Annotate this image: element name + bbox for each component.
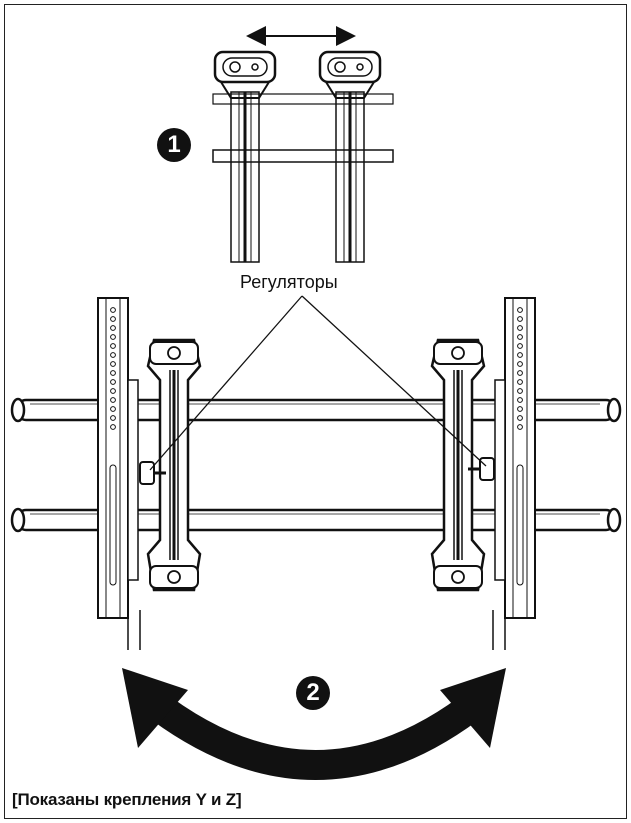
upright-hole xyxy=(110,343,116,349)
upright-hole xyxy=(110,388,116,394)
regulator-left xyxy=(139,461,166,485)
upright-hole xyxy=(517,424,523,430)
upright-holes-left xyxy=(109,307,117,586)
bracket-right xyxy=(430,338,486,592)
leader-line-left xyxy=(149,295,303,471)
upright-left xyxy=(97,297,141,650)
upright-hole xyxy=(517,352,523,358)
bracket-left xyxy=(146,338,202,592)
upright-slot xyxy=(516,464,524,586)
upright-hole xyxy=(110,361,116,367)
upright-hole xyxy=(110,415,116,421)
main-assembly xyxy=(10,295,622,650)
curved-double-arrow-icon xyxy=(122,668,506,780)
upright-hole xyxy=(517,343,523,349)
figure-frame xyxy=(4,4,627,819)
upright-hole xyxy=(517,415,523,421)
upright-hole xyxy=(517,379,523,385)
upright-hole xyxy=(110,307,116,313)
upright-hole xyxy=(110,370,116,376)
regulators-label: Регуляторы xyxy=(240,272,338,292)
figure-caption: [Показаны крепления Y и Z] xyxy=(12,790,242,809)
step-2-badge: 2 xyxy=(296,676,330,710)
upright-hole xyxy=(517,334,523,340)
upright-hole xyxy=(110,325,116,331)
leader-line-right xyxy=(301,295,487,467)
upright-hole xyxy=(517,361,523,367)
upright-hole xyxy=(110,316,116,322)
upright-hole xyxy=(517,397,523,403)
upright-hole xyxy=(517,325,523,331)
upright-hole xyxy=(110,424,116,430)
upright-hole xyxy=(517,316,523,322)
upright-hole xyxy=(517,307,523,313)
step-1-badge: 1 xyxy=(157,128,191,162)
upright-hole xyxy=(110,334,116,340)
upright-hole xyxy=(517,406,523,412)
upright-right xyxy=(492,297,536,650)
upright-hole xyxy=(110,397,116,403)
upright-slot xyxy=(109,464,117,586)
upright-hole xyxy=(110,406,116,412)
top-detail xyxy=(212,26,394,264)
upright-hole xyxy=(517,388,523,394)
upright-hole xyxy=(110,352,116,358)
upright-hole xyxy=(110,379,116,385)
upright-holes-right xyxy=(516,307,524,586)
upright-hole xyxy=(517,370,523,376)
